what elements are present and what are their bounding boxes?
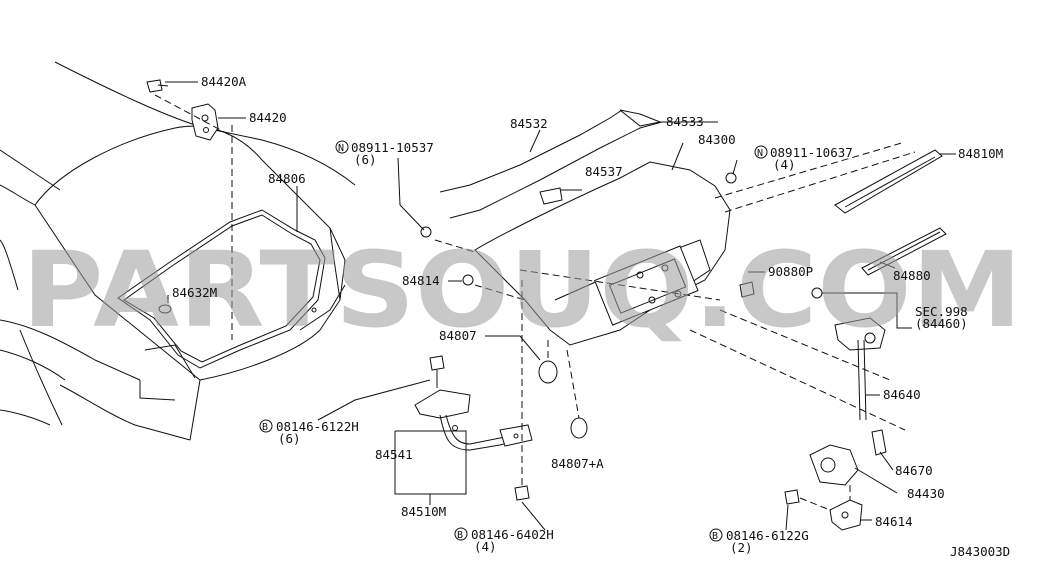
qty-SEC998: (84460)	[915, 316, 968, 331]
part-label-84614[interactable]: 84614	[875, 514, 913, 529]
part-label-84670[interactable]: 84670	[895, 463, 933, 478]
part-label-84640[interactable]: 84640	[883, 387, 921, 402]
car-body-drawing	[0, 61, 356, 441]
part-label-08146-6402H[interactable]: 08146-6402H	[471, 527, 554, 542]
part-label-08146-6122G[interactable]: 08146-6122G	[726, 528, 809, 543]
fasteners-drawing	[420, 172, 755, 301]
prefix-08911-10637: N	[757, 148, 763, 159]
part-label-84300[interactable]: 84300	[698, 132, 736, 147]
part-label-84807[interactable]: 84807	[439, 328, 477, 343]
hinge-84420-drawing	[146, 79, 233, 340]
part-label-08911-10637[interactable]: 08911-10637	[770, 145, 853, 160]
cable-drawing	[439, 109, 663, 219]
actuator-drawing	[689, 287, 906, 431]
part-label-SEC998[interactable]: SEC.998	[915, 304, 968, 319]
part-label-84807A[interactable]: 84807+A	[551, 456, 604, 471]
b-circle-icon	[709, 528, 723, 542]
prefix-08146-6122H: B	[262, 422, 268, 433]
trunk-lid-drawing	[474, 161, 731, 346]
leader-lines	[165, 81, 956, 531]
part-label-90880P[interactable]: 90880P	[768, 264, 813, 279]
part-label-84537[interactable]: 84537	[585, 164, 623, 179]
part-label-08911-10537[interactable]: 08911-10537	[351, 140, 434, 155]
part-label-84880[interactable]: 84880	[893, 268, 931, 283]
part-label-84510M[interactable]: 84510M	[401, 504, 446, 519]
qty-08146-6402H: (4)	[474, 539, 497, 554]
qty-08146-6122H: (6)	[278, 431, 301, 446]
watermark-text: PARTSOUQ.COM	[22, 229, 1022, 351]
part-label-84541[interactable]: 84541	[375, 447, 413, 462]
part-label-84810M[interactable]: 84810M	[958, 146, 1003, 161]
part-label-84806[interactable]: 84806	[268, 171, 306, 186]
part-label-84814[interactable]: 84814	[402, 273, 440, 288]
b-circle-icon	[454, 527, 468, 541]
part-label-84632M[interactable]: 84632M	[172, 285, 217, 300]
part-label-84430[interactable]: 84430	[907, 486, 945, 501]
latch-drawing	[784, 429, 887, 531]
spoiler-drawing	[714, 141, 947, 276]
part-label-84420[interactable]: 84420	[249, 110, 287, 125]
hinge-84510m-drawing	[414, 280, 533, 501]
callout-labels: 84420A 84420 84806 84632M 84532 84533 84…	[172, 74, 1010, 559]
b-circle-icon	[259, 419, 273, 433]
n-circle-icon	[335, 140, 349, 154]
diagram-code: J843003D	[950, 544, 1010, 559]
prefix-08911-10537: N	[338, 143, 344, 154]
n-circle-icon	[754, 145, 768, 159]
part-label-84533[interactable]: 84533	[666, 114, 704, 129]
qty-08911-10537: (6)	[354, 152, 377, 167]
bumpers-drawing	[538, 340, 588, 439]
qty-08911-10637: (4)	[773, 157, 796, 172]
part-label-08146-6122H[interactable]: 08146-6122H	[276, 419, 359, 434]
prefix-08146-6402H: B	[457, 530, 463, 541]
part-label-84420A[interactable]: 84420A	[201, 74, 247, 89]
prefix-08146-6122G: B	[712, 531, 718, 542]
part-label-84532[interactable]: 84532	[510, 116, 548, 131]
qty-08146-6122G: (2)	[730, 540, 753, 555]
